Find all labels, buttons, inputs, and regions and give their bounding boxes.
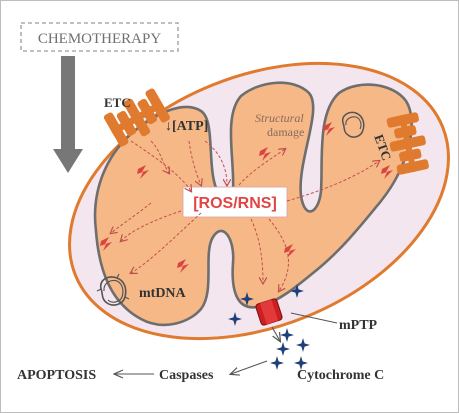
atp-label: ↓[ATP] bbox=[165, 119, 208, 134]
star-icon bbox=[270, 356, 284, 370]
etc-left-label: ETC bbox=[104, 95, 131, 110]
chemotherapy-box bbox=[20, 22, 179, 52]
arrow-down-icon bbox=[53, 56, 83, 173]
mptp-label: mPTP bbox=[339, 318, 378, 333]
ros-rns-box bbox=[182, 186, 288, 218]
mptp-pointer-line bbox=[290, 312, 338, 324]
release-arrow bbox=[271, 326, 280, 341]
chemotherapy-label: CHEMOTHERAPY bbox=[38, 31, 162, 47]
dna-icon bbox=[96, 273, 130, 306]
ros-rns-label: [ROS/RNS] bbox=[193, 195, 277, 212]
structural-damage-label-2: damage bbox=[267, 125, 304, 139]
mtdna-label: mtDNA bbox=[139, 286, 187, 301]
cytochrome-c-label: Cytochrome C bbox=[297, 368, 384, 383]
dna-icon bbox=[341, 111, 365, 138]
structural-damage-label-1: Structural bbox=[255, 111, 304, 125]
star-icon bbox=[276, 342, 290, 356]
etc-complex-icon bbox=[103, 88, 170, 147]
star-icon bbox=[280, 328, 294, 342]
apoptosis-label: APOPTOSIS bbox=[17, 368, 96, 383]
etc-complex-icon bbox=[386, 112, 429, 175]
caspases-label: Caspases bbox=[159, 368, 214, 383]
star-icon bbox=[296, 338, 310, 352]
cytochrome-to-caspases-arrow bbox=[231, 360, 268, 374]
dashed-arrows bbox=[111, 140, 379, 291]
mptp-channel-icon bbox=[255, 298, 283, 326]
